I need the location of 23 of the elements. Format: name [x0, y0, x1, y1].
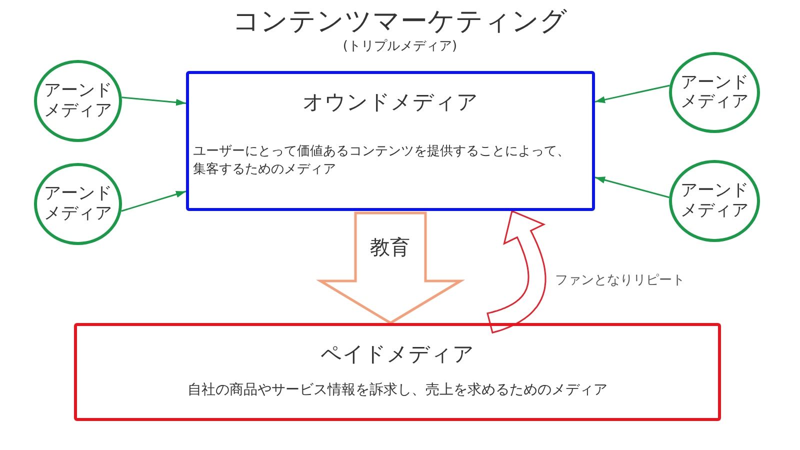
- node-label: アーンドメディア: [680, 181, 750, 221]
- edge-label: 教育: [368, 235, 412, 259]
- circle-node: [34, 163, 122, 245]
- arrow: [121, 190, 186, 212]
- arrow: [594, 84, 670, 104]
- box-description: ユーザーにとって価値あるコンテンツを提供することによって、集客するためのメディア: [193, 143, 571, 179]
- circle-node: [669, 52, 760, 133]
- circle-node: [669, 160, 760, 242]
- block-arrow: [316, 212, 466, 324]
- curved-arrow: [486, 210, 546, 334]
- box-description: 自社の商品やサービス情報を訴求し、売上を求めるためのメディア: [188, 381, 608, 399]
- node-label: アーンドメディア: [43, 81, 113, 121]
- circle-node: [34, 60, 122, 142]
- content-box: [186, 71, 595, 211]
- node-label: アーンドメディア: [680, 72, 750, 112]
- subtitle: (トリプルメディア): [342, 39, 458, 55]
- box-heading: ペイドメディア: [320, 342, 474, 367]
- box-heading: オウンドメディア: [302, 90, 478, 115]
- node-label: アーンドメディア: [43, 184, 113, 224]
- title: コンテンツマーケティング: [232, 5, 568, 39]
- content-box: [74, 323, 721, 421]
- arrow: [122, 96, 186, 106]
- arrow: [594, 176, 670, 198]
